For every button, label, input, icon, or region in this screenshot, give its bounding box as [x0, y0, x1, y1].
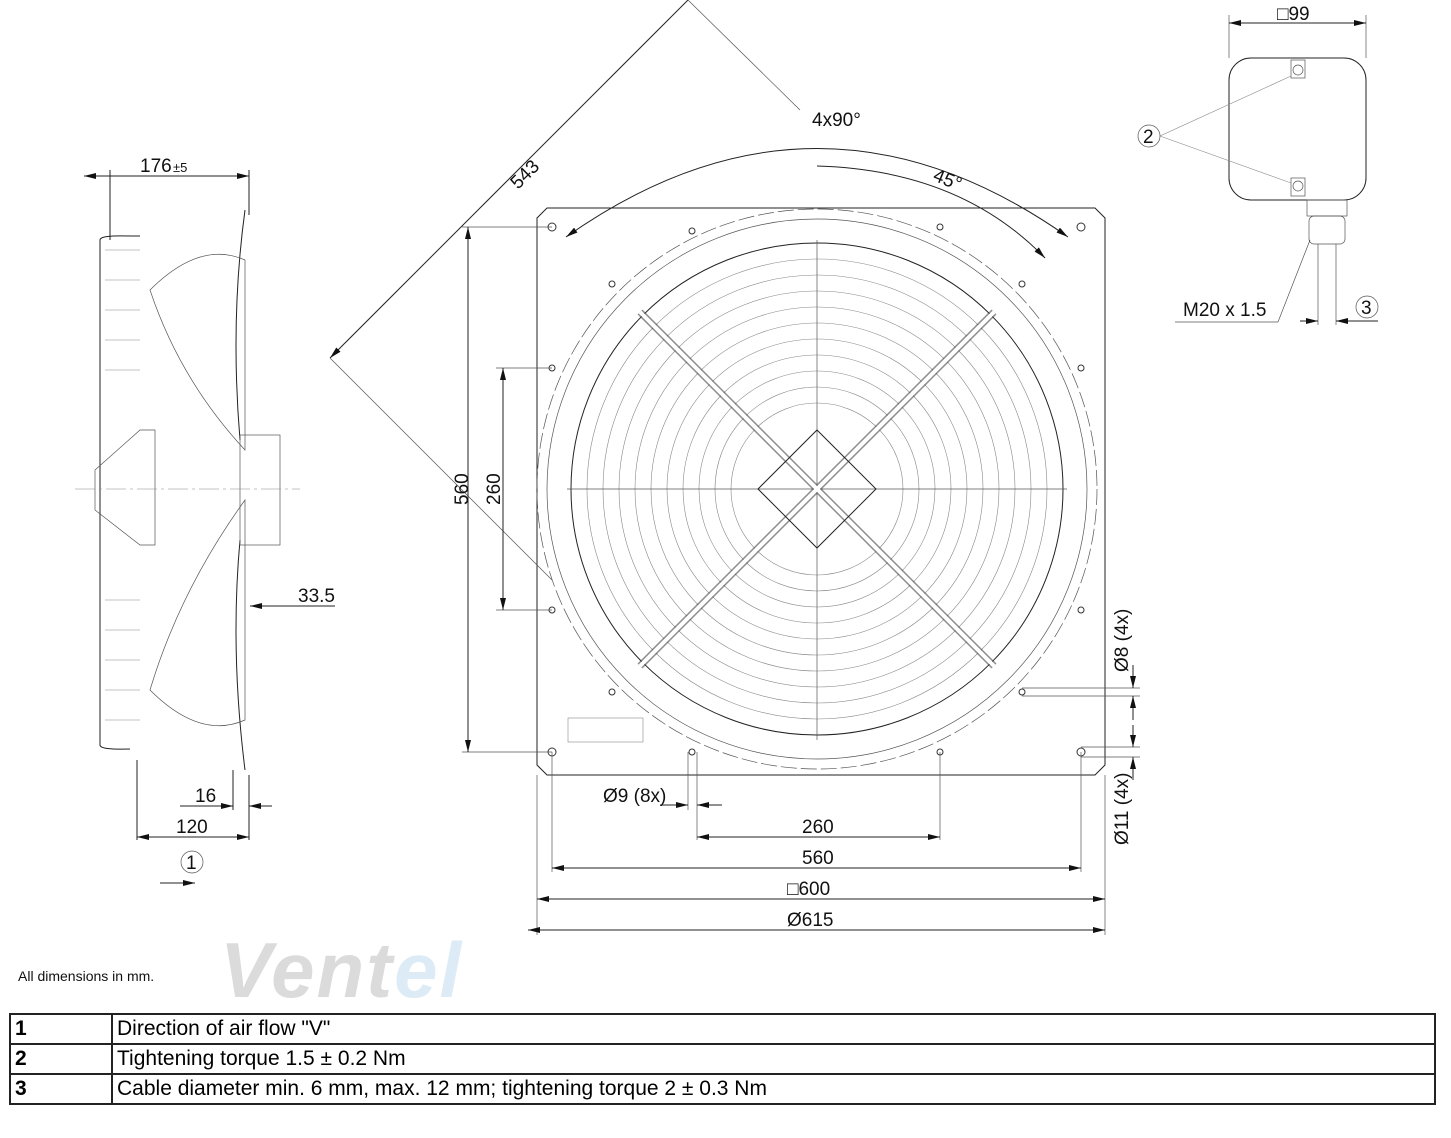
dim-horizontal-560: 560 — [802, 848, 834, 869]
legend-text: Tightening torque 1.5 ± 0.2 Nm — [111, 1043, 1436, 1075]
dim-depth: 176 — [140, 156, 172, 177]
dim-16: 16 — [195, 786, 216, 807]
technical-drawing: 176 ±5 33.5 16 120 1 — [75, 0, 1379, 935]
callout-1: 1 — [186, 853, 197, 874]
dim-angle: 45° — [930, 165, 965, 195]
thread-label: M20 x 1.5 — [1183, 300, 1266, 321]
dim-vertical-560: 560 — [452, 473, 473, 505]
front-view: 543 4x90° 45° 560 260 Ø8 (4x) Ø11 (4x) Ø… — [329, 0, 1140, 935]
watermark-part2: el — [394, 926, 464, 1014]
watermark-part1: Vent — [220, 926, 395, 1014]
dim-hole-9: Ø9 (8x) — [603, 786, 666, 807]
legend-text: Direction of air flow "V" — [111, 1013, 1436, 1045]
units-note: All dimensions in mm. — [18, 968, 155, 984]
dim-hole-8: Ø8 (4x) — [1112, 609, 1133, 672]
dim-diameter-615: Ø615 — [787, 910, 833, 931]
callout-2: 2 — [1143, 127, 1154, 148]
dim-vertical-260: 260 — [484, 473, 505, 505]
callout-3: 3 — [1361, 298, 1372, 319]
junction-box-view: □99 2 M20 x 1.5 3 — [1137, 4, 1379, 325]
legend-number: 1 — [9, 1013, 113, 1045]
dim-box-size: □99 — [1277, 4, 1310, 25]
legend-number: 2 — [9, 1043, 113, 1075]
side-view: 176 ±5 33.5 16 120 1 — [75, 156, 335, 886]
dim-diagonal: 543 — [507, 156, 544, 193]
dim-offset: 33.5 — [298, 586, 335, 607]
dim-square-600: □600 — [787, 879, 830, 900]
dim-hole-11: Ø11 (4x) — [1112, 772, 1133, 845]
dim-horizontal-260: 260 — [802, 817, 834, 838]
legend-number: 3 — [9, 1073, 113, 1105]
dim-depth-tolerance: ±5 — [173, 160, 187, 175]
legend-text: Cable diameter min. 6 mm, max. 12 mm; ti… — [111, 1073, 1436, 1105]
dim-angle-set: 4x90° — [812, 110, 861, 131]
dim-120: 120 — [176, 817, 208, 838]
ventel-watermark: Ventel — [220, 925, 463, 1016]
